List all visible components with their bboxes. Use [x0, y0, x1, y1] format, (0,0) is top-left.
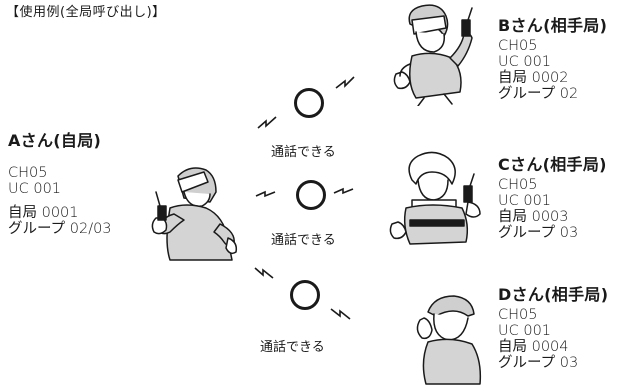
station-c-name: Cさん(相手局): [498, 155, 607, 174]
person-c-illustration: [389, 151, 481, 245]
link-b-ok-circle: [294, 88, 324, 118]
diagram-caption: 【使用例(全局呼び出し)】: [6, 5, 166, 20]
station-d-own-id: 自局 0004: [498, 339, 569, 355]
station-c-info: CH05 UC 001 自局 0003 グループ 03: [498, 177, 578, 241]
wave-icon: [333, 187, 354, 195]
link-c-status: 通話できる: [271, 233, 336, 248]
link-c-ok-circle: [296, 180, 326, 210]
station-d-group: グループ 03: [498, 355, 579, 371]
station-c-group: グループ 03: [498, 225, 579, 241]
station-b-uc: UC 001: [498, 54, 552, 70]
station-c-own-id: 自局 0003: [498, 209, 569, 225]
station-c-uc: UC 001: [498, 193, 552, 209]
station-a-own-id: 自局 0001: [8, 205, 79, 221]
link-d-status: 通話できる: [260, 340, 325, 355]
wave-icon: [255, 190, 276, 198]
station-a-channel: CH05: [8, 165, 48, 181]
person-d-illustration: [416, 295, 482, 385]
station-b-name: Bさん(相手局): [498, 16, 608, 35]
wave-icon: [330, 308, 351, 320]
station-c-channel: CH05: [498, 177, 538, 193]
station-a-name: Aさん(自局): [8, 131, 102, 150]
wave-icon: [254, 267, 274, 279]
wave-icon: [257, 116, 277, 129]
station-b-own-id: 自局 0002: [498, 70, 569, 86]
station-a-info: CH05 UC 001 自局 0001 グループ 02/03: [8, 165, 112, 237]
station-d-name: Dさん(相手局): [498, 285, 609, 304]
link-d-ok-circle: [290, 280, 320, 310]
person-a-illustration: [151, 167, 238, 261]
station-b-channel: CH05: [498, 38, 538, 54]
link-b-status: 通話できる: [271, 145, 336, 160]
station-b-group: グループ 02: [498, 86, 579, 102]
station-b-info: CH05 UC 001 自局 0002 グループ 02: [498, 38, 578, 102]
station-a-uc: UC 001: [8, 181, 62, 197]
wave-icon: [335, 76, 355, 89]
station-a-group: グループ 02/03: [8, 221, 112, 237]
person-b-illustration: [393, 4, 473, 106]
station-d-uc: UC 001: [498, 323, 552, 339]
station-d-channel: CH05: [498, 307, 538, 323]
station-d-info: CH05 UC 001 自局 0004 グループ 03: [498, 307, 578, 371]
